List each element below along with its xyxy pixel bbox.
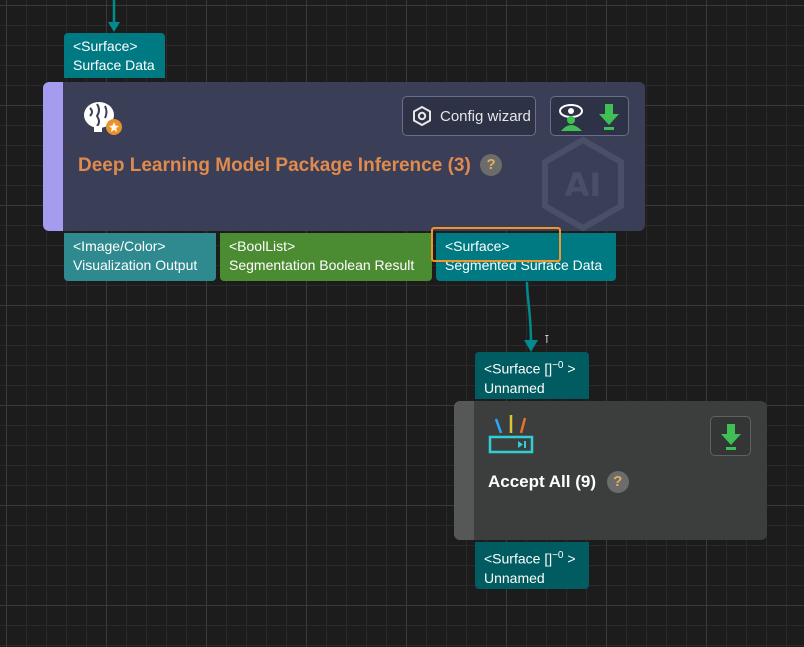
help-button[interactable]: ?	[480, 154, 503, 176]
output-port-boolean-result[interactable]: <BoolList> Segmentation Boolean Result	[220, 233, 432, 281]
help-button[interactable]: ?	[606, 471, 629, 493]
connector-marker: ⊺	[544, 334, 550, 346]
download-icon[interactable]	[597, 103, 621, 131]
port-type: <Surface>	[445, 238, 510, 254]
eye-person-icon[interactable]	[558, 103, 586, 131]
node-title: Accept All (9)	[488, 472, 597, 491]
port-type: <Surface []−0 >	[484, 550, 576, 567]
node2-title-row: Accept All (9) ?	[488, 471, 629, 493]
port-type-sup: −0	[552, 550, 564, 561]
node1-action-group	[550, 96, 629, 136]
brain-gear-icon	[84, 102, 122, 135]
config-wizard-label: Config wizard	[440, 107, 531, 125]
port-highlight-box	[431, 227, 561, 262]
download-icon	[721, 424, 741, 450]
download-button[interactable]	[710, 416, 751, 456]
port-name: Visualization Output	[73, 257, 198, 273]
gear-hex-icon	[413, 106, 431, 126]
ai-watermark-icon: AI	[542, 136, 624, 231]
port-name: Unnamed	[484, 569, 545, 586]
node2-input-port[interactable]: <Surface []−0 > Unnamed	[475, 352, 589, 399]
port-name: Unnamed	[484, 379, 545, 396]
port-type: <Surface []−0 >	[484, 360, 576, 377]
node1-input-port[interactable]: <Surface> Surface Data	[64, 33, 165, 78]
port-name: Surface Data	[73, 57, 155, 73]
port-type-sup: −0	[552, 360, 564, 371]
node2-output-port[interactable]: <Surface []−0 > Unnamed	[475, 542, 589, 589]
accept-all-node[interactable]: Accept All (9) ?	[454, 401, 767, 540]
node-accent-stripe	[43, 82, 63, 231]
output-port-segmented-surface[interactable]: <Surface> Segmented Surface Data	[436, 233, 616, 281]
deep-learning-inference-node[interactable]: AI Deep Learning Model Package Inference…	[43, 82, 645, 231]
port-name: Segmentation Boolean Result	[229, 257, 415, 273]
node1-title-row: Deep Learning Model Package Inference (3…	[78, 154, 503, 177]
svg-text:AI: AI	[565, 166, 602, 204]
node-title: Deep Learning Model Package Inference (3…	[78, 155, 471, 176]
output-port-visualization[interactable]: <Image/Color> Visualization Output	[64, 233, 216, 281]
port-type: <Image/Color>	[73, 238, 166, 254]
node-accent-stripe	[454, 401, 474, 540]
filter-device-icon	[488, 415, 534, 454]
config-wizard-button[interactable]: Config wizard	[402, 96, 536, 136]
port-type: <BoolList>	[229, 238, 296, 254]
port-type: <Surface>	[73, 38, 138, 54]
